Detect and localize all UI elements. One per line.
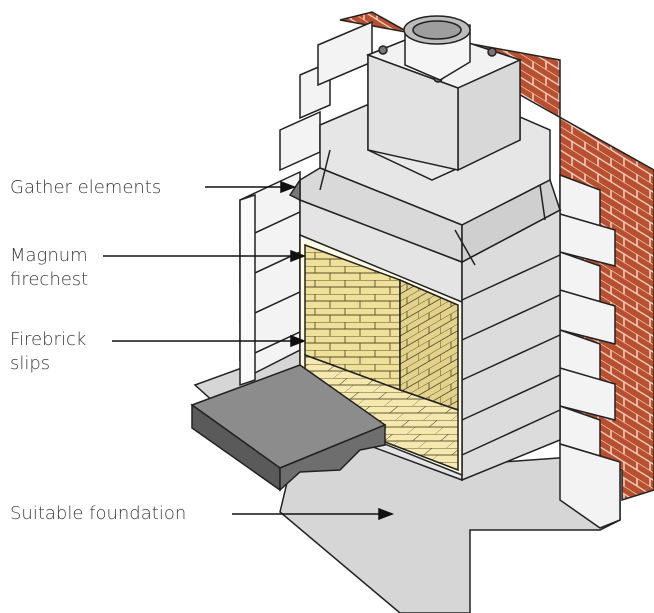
label-suitable-foundation: Suitable foundation [10, 502, 186, 526]
right-block-wall [559, 173, 621, 529]
arrow-magnum [290, 249, 307, 263]
hearth-slab [190, 364, 387, 492]
flue-liner [403, 15, 471, 81]
arrow-gather [280, 180, 297, 194]
label-magnum-line1: Magnum [10, 245, 88, 266]
arrow-foundation [378, 507, 395, 521]
label-firebrick-line1: Firebrick [10, 329, 87, 350]
label-firebrick-line2: slips [10, 353, 51, 374]
label-foundation-text: Suitable foundation [10, 503, 187, 524]
label-magnum-line2: firechest [10, 269, 89, 290]
leader-lines [103, 180, 395, 521]
label-firebrick-slips: Firebrick slips [10, 328, 86, 376]
arrow-firebrick [290, 334, 307, 348]
label-gather-elements: Gather elements [10, 176, 161, 200]
label-gather-text: Gather elements [10, 177, 162, 198]
label-magnum-firechest: Magnum firechest [10, 244, 88, 292]
